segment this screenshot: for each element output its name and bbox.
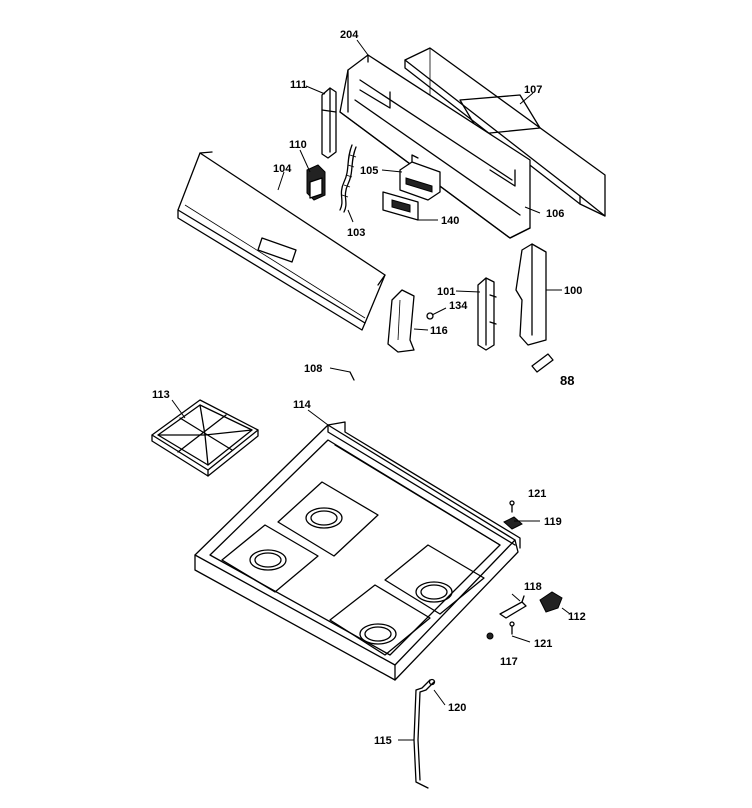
callout-121-upper: 121: [528, 488, 546, 500]
part-112-igniter: [539, 591, 563, 613]
part-140-overlay: [382, 191, 419, 221]
part-117-grommet: [486, 632, 494, 640]
part-105-clock: [399, 154, 441, 201]
callout-120: 120: [448, 702, 466, 714]
callout-117: 117: [500, 656, 518, 668]
callout-leaders: [171, 39, 571, 741]
callout-88: 88: [560, 373, 574, 388]
callout-112: 112: [568, 611, 586, 623]
callout-134: 134: [449, 300, 468, 312]
part-104-control-panel: [177, 151, 386, 331]
callout-204: 204: [340, 29, 359, 41]
part-101-bracket: [477, 277, 497, 351]
callout-103: 103: [347, 227, 365, 239]
callout-118: 118: [524, 581, 542, 593]
callout-140: 140: [441, 215, 459, 227]
callout-114: 114: [293, 399, 312, 411]
callout-labels: 204 107 111 110 104 105 106 103 140 101 …: [152, 29, 586, 747]
callout-111: 111: [290, 79, 307, 91]
part-103-wire-harness: [339, 144, 357, 213]
part-113-grate: [151, 399, 259, 477]
callout-119: 119: [544, 516, 562, 528]
callout-100: 100: [564, 285, 582, 297]
part-119-clip: [503, 516, 523, 530]
callout-110: 110: [289, 139, 307, 151]
callout-121-lower: 121: [534, 638, 552, 650]
callout-105: 105: [360, 165, 378, 177]
part-108-screw: [349, 371, 355, 381]
callout-101: 101: [437, 286, 455, 298]
part-134-screw: [426, 312, 434, 320]
part-118-bracket: [499, 595, 527, 619]
part-backguard-panel: [339, 54, 531, 239]
part-116-end-cap: [387, 289, 415, 353]
callout-113: 113: [152, 389, 170, 401]
callout-115: 115: [374, 735, 392, 747]
part-115-support-rod: [413, 678, 436, 789]
part-114-cooktop: [194, 421, 521, 681]
part-88-pin: [531, 353, 554, 373]
part-121-screw-lower: [509, 621, 515, 635]
part-111-bracket: [321, 87, 337, 159]
callout-108: 108: [304, 363, 322, 375]
callout-104: 104: [273, 163, 292, 175]
part-100-side-bracket: [515, 243, 547, 346]
callout-106: 106: [546, 208, 564, 220]
callout-116: 116: [430, 325, 448, 337]
part-121-screw-upper: [509, 500, 515, 513]
part-110-switch: [306, 164, 326, 201]
callout-107: 107: [524, 84, 542, 96]
